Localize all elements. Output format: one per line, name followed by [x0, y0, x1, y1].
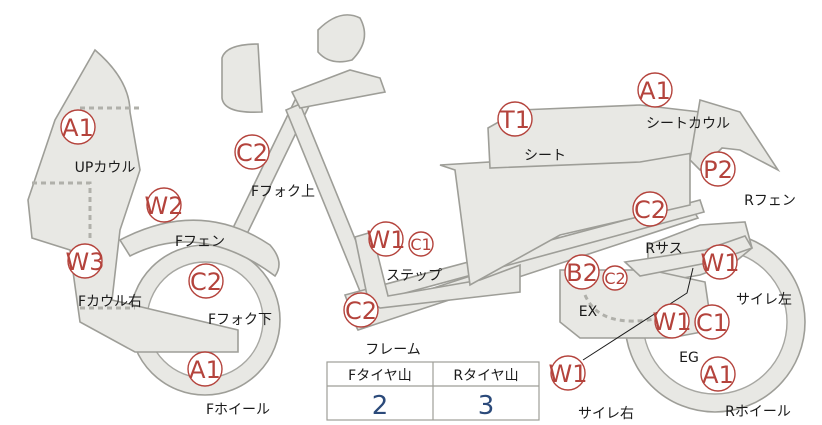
up-cowl-code: A1	[62, 114, 94, 142]
muffler-right-code: W1	[549, 360, 588, 388]
seat-cowl-label: シートカウル	[646, 116, 730, 132]
f-wheel-code-badge	[187, 351, 223, 387]
seat-code-badge	[497, 101, 533, 137]
r-suspension-label: Rサス	[645, 241, 682, 257]
f-cowl-right-code: W3	[66, 248, 105, 276]
step-code-badge	[368, 221, 404, 257]
mirror-graphic	[317, 14, 366, 63]
engine-code: W1	[653, 308, 692, 336]
up-cowl-code-badge	[60, 109, 96, 145]
engine-code-badge	[694, 304, 730, 340]
rear-tread-value: 3	[478, 391, 495, 421]
headlight-graphic	[221, 43, 263, 114]
f-cowl-right-code-badge	[67, 243, 103, 279]
engine-code: C1	[696, 309, 728, 337]
seat-cowl-code: A1	[639, 77, 671, 105]
f-cowl-right-label: Fカウル右	[78, 294, 142, 310]
r-wheel-code: A1	[702, 361, 734, 389]
engine-code-badge	[654, 303, 690, 339]
seat-code: T1	[499, 106, 530, 134]
muffler-left-code-badge	[702, 244, 738, 280]
muffler-right-label: サイレ右	[578, 406, 634, 422]
exhaust-pipe-graphic	[583, 294, 661, 323]
r-fender-code: P2	[703, 156, 733, 184]
f-fork-lower-code: C2	[190, 268, 222, 296]
r-suspension-code: C2	[634, 196, 666, 224]
frame-label: フレーム	[365, 342, 421, 358]
rear-tread-header: Rタイヤ山	[453, 368, 518, 384]
up-cowl-label: UPカウル	[75, 160, 136, 176]
f-fender-code: W2	[145, 192, 184, 220]
step-code: W1	[367, 226, 406, 254]
r-fender-label: Rフェン	[744, 193, 796, 209]
r-suspension-code-badge	[632, 191, 668, 227]
handlebar-graphic	[290, 69, 387, 109]
tire-tread-table: Fタイヤ山 Rタイヤ山 2 3	[326, 361, 540, 421]
r-fender-code-badge	[700, 151, 736, 187]
exhaust-code-badge	[564, 254, 600, 290]
step-code: C1	[410, 235, 431, 254]
engine-label: EG	[679, 350, 699, 366]
f-fork-lower-code-badge	[188, 263, 224, 299]
seat-label: シート	[524, 148, 566, 164]
cowl-seam-mid	[32, 181, 92, 240]
muffler-right-code-badge	[550, 355, 586, 391]
exhaust-code: B2	[566, 259, 598, 287]
r-wheel-label: Rホイール	[725, 404, 791, 420]
front-tread-header: Fタイヤ山	[348, 368, 412, 384]
f-fender-label: Fフェン	[175, 234, 225, 250]
r-wheel-code-badge	[700, 356, 736, 392]
f-fork-upper-label: Fフォク上	[251, 184, 315, 200]
exhaust-label: EX	[579, 304, 598, 320]
muffler-left-label: サイレ左	[736, 292, 792, 308]
front-tread-value: 2	[372, 391, 389, 421]
muffler-left-code: W1	[701, 249, 740, 277]
seat-cowl-code-badge	[637, 72, 673, 108]
f-fender-code-badge	[146, 187, 182, 223]
step-code-badge	[408, 231, 434, 257]
step-label: ステップ	[386, 268, 442, 284]
f-fork-lower-label: Fフォク下	[208, 312, 272, 328]
front-fender-graphic	[118, 219, 280, 278]
frame-code: C2	[345, 297, 377, 325]
f-wheel-label: Fホイール	[206, 402, 270, 418]
muffler-right-leader	[582, 267, 694, 361]
frame-code-badge	[343, 292, 379, 328]
f-fork-upper-code-badge	[234, 134, 270, 170]
f-wheel-code: A1	[189, 356, 221, 384]
f-fork-upper-code: C2	[236, 139, 268, 167]
part-labels: A1UPカウルW3Fカウル右W2FフェンC2Fフォク上C2Fフォク下A1Fホイー…	[60, 72, 796, 422]
exhaust-code-badge	[602, 265, 628, 291]
exhaust-code: C2	[604, 269, 625, 288]
